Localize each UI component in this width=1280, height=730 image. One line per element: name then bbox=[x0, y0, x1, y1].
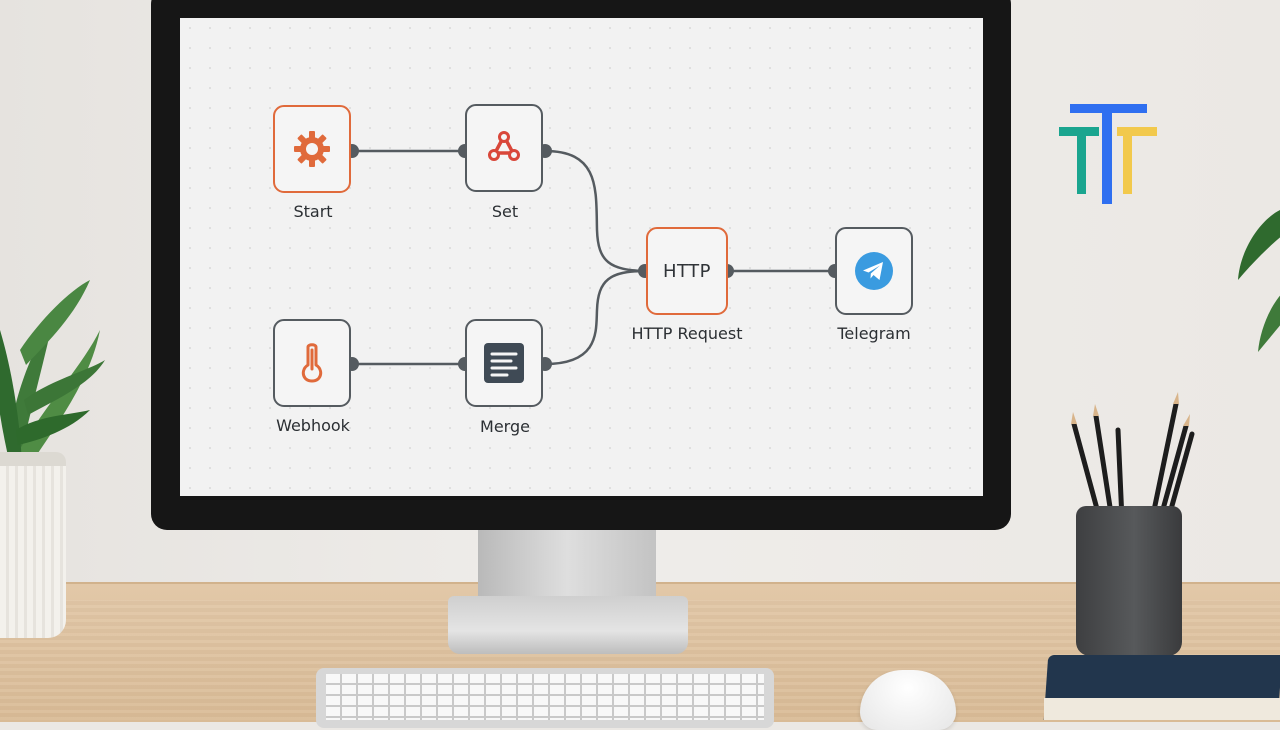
node-merge[interactable] bbox=[465, 319, 543, 407]
gear-icon bbox=[294, 131, 330, 167]
plant-pot bbox=[0, 452, 66, 638]
notebook-pages bbox=[1044, 698, 1280, 720]
connection-merge-http bbox=[544, 269, 646, 366]
webhook-triangle-icon bbox=[488, 131, 520, 161]
node-set-label: Set bbox=[491, 202, 519, 221]
plant-leaves-right bbox=[1238, 210, 1280, 352]
http-node-text: HTTP bbox=[662, 260, 712, 282]
node-merge-label: Merge bbox=[480, 417, 530, 436]
node-telegram-label: Telegram bbox=[837, 324, 911, 343]
node-set[interactable] bbox=[465, 104, 543, 192]
thermometer-hook-icon bbox=[301, 343, 323, 383]
telegram-plane-icon bbox=[855, 252, 893, 290]
node-webhook-label: Webhook bbox=[276, 416, 350, 435]
node-http-request-label: HTTP Request bbox=[631, 324, 743, 343]
node-start[interactable] bbox=[273, 105, 351, 193]
pencils bbox=[1071, 392, 1195, 523]
node-telegram[interactable] bbox=[835, 227, 913, 315]
document-lines-icon bbox=[484, 343, 524, 383]
monitor-stand-base bbox=[448, 596, 688, 654]
tt-logo-icon bbox=[1059, 104, 1157, 204]
keyboard-key-rows bbox=[326, 674, 764, 720]
connection-set-http bbox=[544, 149, 646, 273]
node-webhook[interactable] bbox=[273, 319, 351, 407]
plant-pot-rim bbox=[0, 452, 66, 466]
plant-leaves bbox=[0, 280, 105, 465]
monitor-stand-neck bbox=[478, 528, 656, 608]
node-http-request[interactable]: HTTP bbox=[646, 227, 728, 315]
pencil-cup bbox=[1076, 506, 1182, 656]
node-start-label: Start bbox=[293, 202, 333, 221]
